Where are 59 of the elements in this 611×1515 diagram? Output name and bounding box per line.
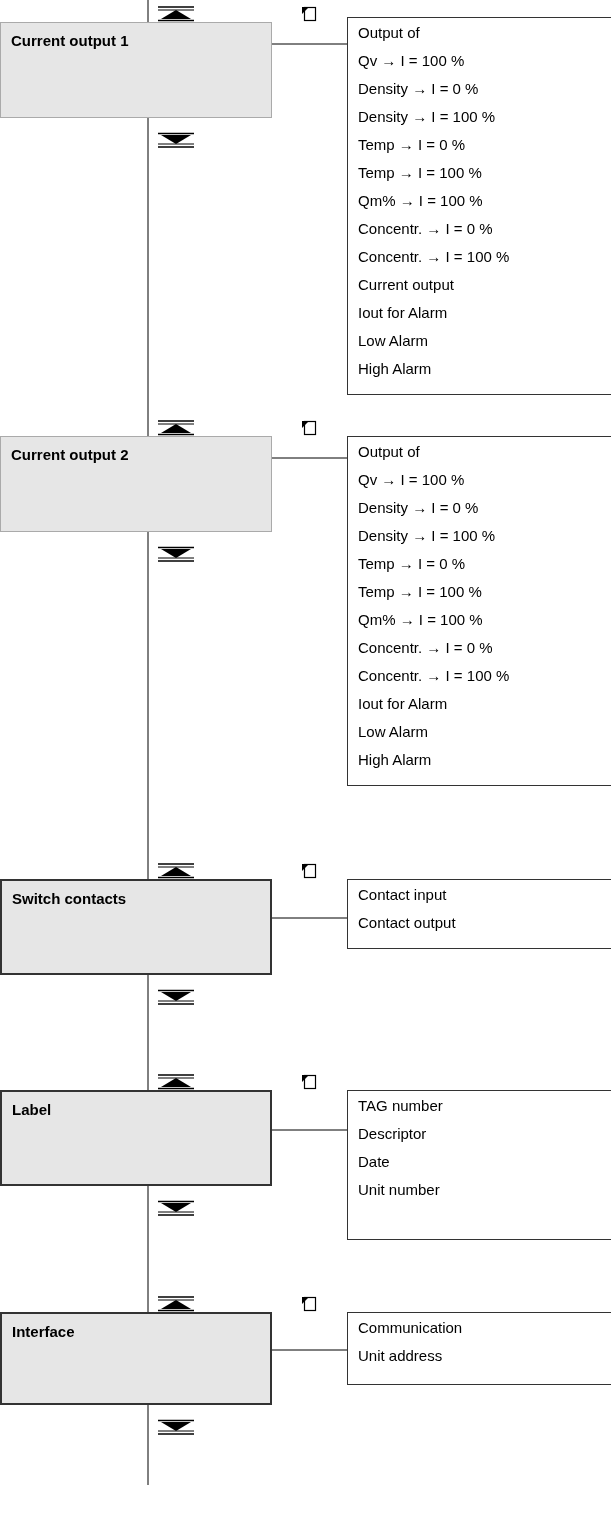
connector-line [271, 1349, 348, 1351]
menu-box [0, 22, 272, 118]
menu-item: Temp → I = 100 % [358, 164, 482, 182]
submenu-list [347, 1090, 611, 1240]
connector-line [147, 974, 149, 1091]
menu-item: Qm% → I = 100 % [358, 192, 483, 210]
menu-item: Contact output [358, 914, 456, 932]
menu-title: Label [12, 1101, 52, 1118]
menu-item: Descriptor [358, 1125, 427, 1143]
connector-line [271, 917, 348, 919]
menu-item: Concentr. → I = 100 % [358, 667, 510, 685]
menu-item: Temp → I = 100 % [358, 583, 482, 601]
menu-item: High Alarm [358, 360, 432, 378]
connector-line [147, 117, 149, 437]
submenu-list [347, 17, 611, 395]
submenu-list [347, 1312, 611, 1385]
connector-line [147, 0, 149, 23]
menu-item: Low Alarm [358, 332, 429, 350]
menu-title: Current output 1 [11, 32, 129, 49]
connector-line [147, 1185, 149, 1313]
submenu-list [347, 436, 611, 786]
menu-item: Communication [358, 1319, 463, 1337]
menu-item: Iout for Alarm [358, 695, 448, 713]
menu-item: Concentr. → I = 0 % [358, 639, 493, 657]
menu-item: Unit address [358, 1347, 443, 1365]
menu-item: Iout for Alarm [358, 304, 448, 322]
menu-item: Current output [358, 276, 454, 294]
menu-item: Density → I = 100 % [358, 108, 496, 126]
menu-item: Concentr. → I = 0 % [358, 220, 493, 238]
menu-item: Output of [358, 24, 420, 42]
menu-title: Switch contacts [12, 890, 127, 907]
connector-line [271, 1129, 348, 1131]
connector-line [271, 43, 348, 45]
menu-item: Qv → I = 100 % [358, 471, 465, 489]
menu-item: Qm% → I = 100 % [358, 611, 483, 629]
menu-item: Low Alarm [358, 723, 429, 741]
menu-item: Date [358, 1153, 390, 1171]
menu-item: TAG number [358, 1097, 443, 1115]
menu-item: Density → I = 0 % [358, 499, 479, 517]
connector-line [271, 457, 348, 459]
menu-title: Current output 2 [11, 446, 129, 463]
menu-item: Density → I = 100 % [358, 527, 496, 545]
submenu-list [347, 879, 611, 949]
menu-item: Temp → I = 0 % [358, 136, 466, 154]
connector-line [147, 1404, 149, 1486]
menu-item: Unit number [358, 1181, 440, 1199]
menu-box [0, 879, 272, 975]
connector-line [147, 531, 149, 880]
menu-box [0, 436, 272, 532]
menu-title: Interface [12, 1323, 75, 1340]
menu-item: High Alarm [358, 751, 432, 769]
menu-item: Qv → I = 100 % [358, 52, 465, 70]
menu-box [0, 1090, 272, 1186]
menu-item: Output of [358, 443, 420, 461]
menu-item: Concentr. → I = 100 % [358, 248, 510, 266]
menu-item: Temp → I = 0 % [358, 555, 466, 573]
menu-item: Contact input [358, 886, 447, 904]
menu-item: Density → I = 0 % [358, 80, 479, 98]
menu-box [0, 1312, 272, 1405]
